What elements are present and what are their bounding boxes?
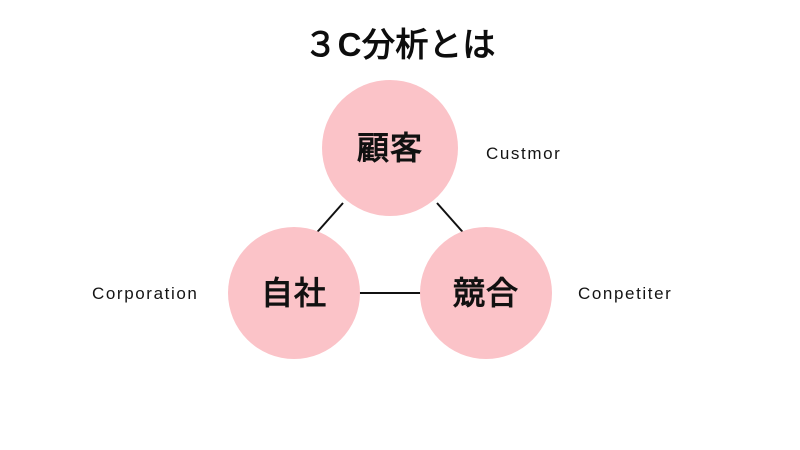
node-circle-competitor[interactable]: 競合	[420, 227, 552, 359]
node-label-corporation: 自社	[260, 275, 327, 311]
caption-competitor: Conpetiter	[578, 284, 673, 303]
node-label-customer: 顧客	[356, 130, 423, 166]
node-circle-customer[interactable]: 顧客	[322, 80, 458, 216]
caption-customer: Custmor	[486, 144, 562, 163]
page-title: ３C分析とは	[304, 26, 496, 63]
node-label-competitor: 競合	[452, 275, 519, 311]
caption-corporation: Corporation	[92, 284, 199, 303]
node-circle-corporation[interactable]: 自社	[228, 227, 360, 359]
